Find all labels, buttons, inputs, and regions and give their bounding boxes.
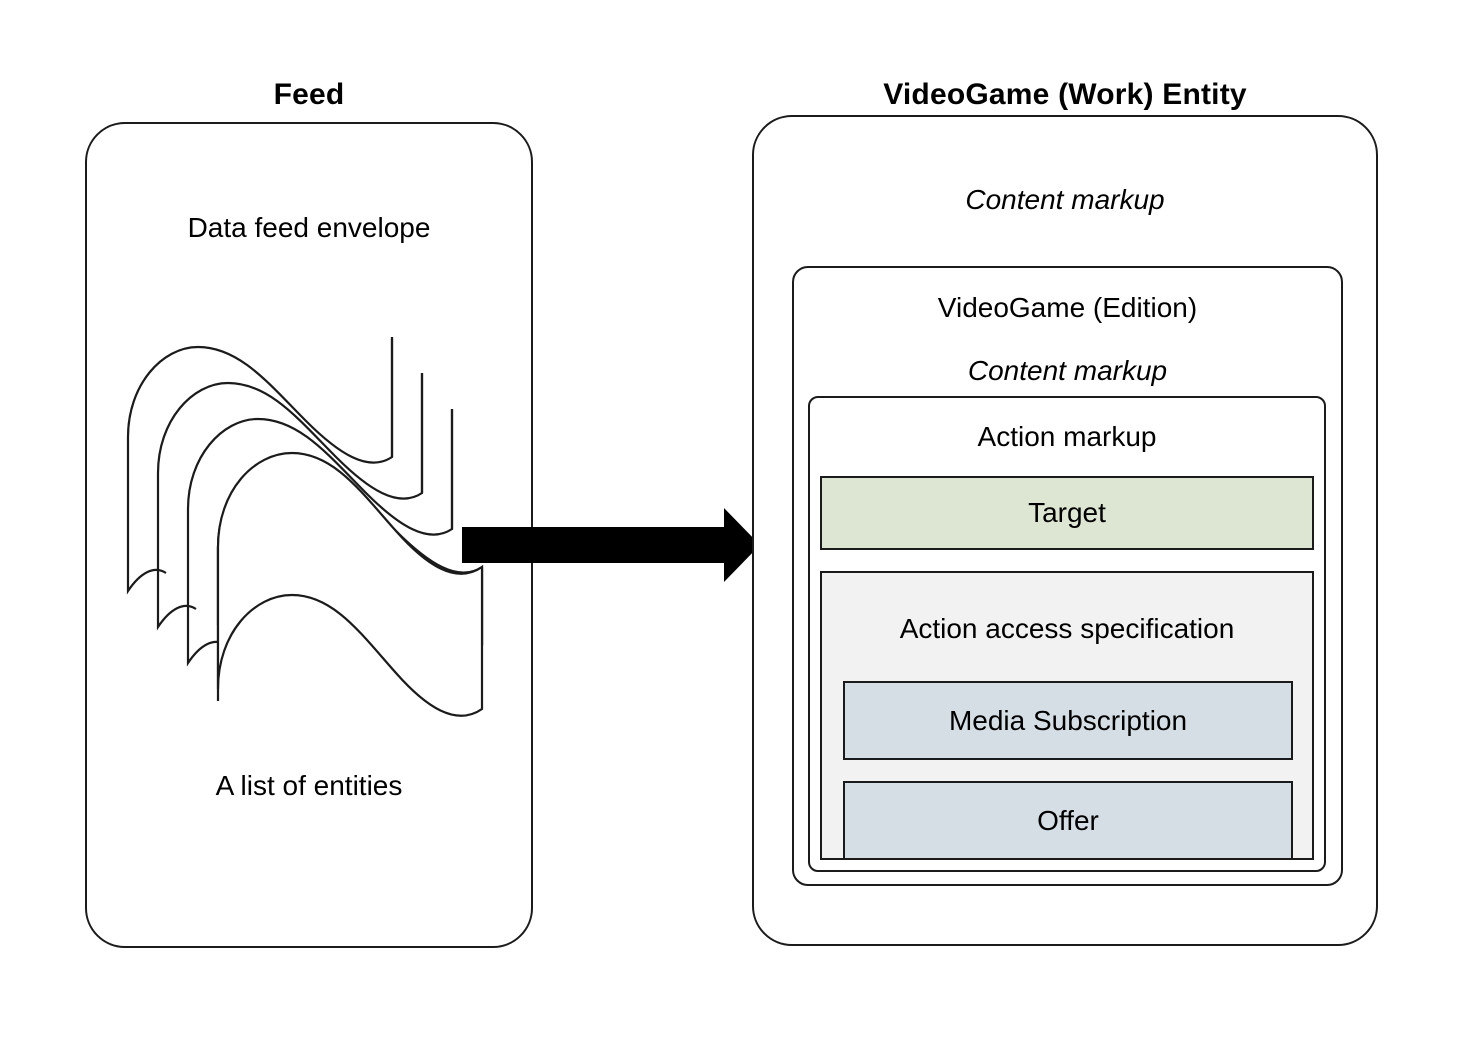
list-of-entities-label: A list of entities — [215, 770, 403, 801]
action-markup-title: Action markup — [977, 421, 1157, 452]
target-label: Target — [1028, 497, 1106, 528]
action-access-specification-label: Action access specification — [899, 613, 1235, 644]
right-arrow-icon — [462, 500, 762, 590]
videogame-work-panel-title: VideoGame (Work) Entity — [883, 78, 1247, 111]
offer-box[interactable]: Offer — [843, 781, 1293, 860]
media-subscription-box[interactable]: Media Subscription — [843, 681, 1293, 760]
media-subscription-label: Media Subscription — [948, 704, 1188, 736]
edition-content-markup-label: Content markup — [967, 355, 1168, 386]
data-feed-envelope-label: Data feed envelope — [187, 212, 431, 243]
feed-panel-title: Feed — [273, 78, 345, 111]
front-document-sheet-icon — [108, 285, 494, 725]
target-box[interactable]: Target — [820, 476, 1314, 550]
videogame-edition-title: VideoGame (Edition) — [937, 292, 1198, 323]
offer-label: Offer — [1037, 804, 1099, 836]
work-content-markup-label: Content markup — [965, 184, 1165, 215]
